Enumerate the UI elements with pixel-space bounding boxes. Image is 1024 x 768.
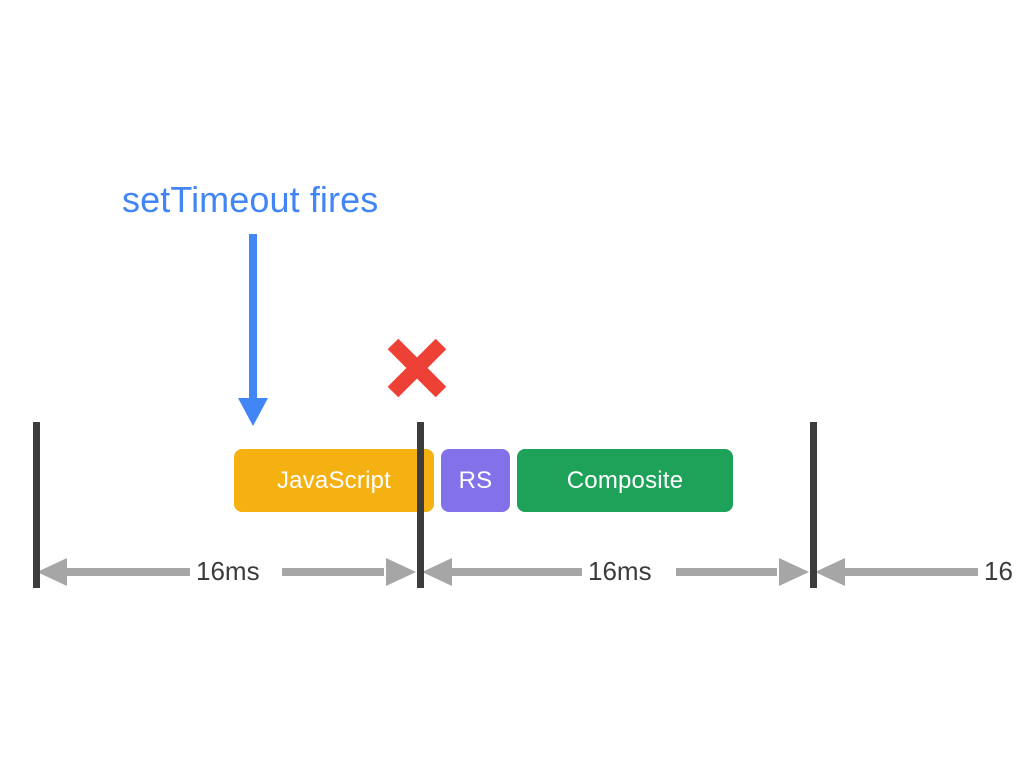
task-bar-label: Composite — [566, 466, 684, 494]
interval-label-1: 16ms — [196, 556, 260, 586]
frame-boundary-tick-1 — [33, 422, 40, 588]
interval-label-2: 16ms — [588, 556, 652, 586]
red-x-glyph — [387, 338, 447, 398]
task-bar-label: RS — [458, 466, 493, 494]
frame-boundary-tick-2 — [417, 422, 424, 588]
down-arrow-icon — [236, 234, 270, 428]
frame-duration-measurements: 16ms 16ms 16 — [0, 548, 1024, 596]
task-bar-javascript[interactable]: JavaScript — [234, 449, 434, 512]
task-bar-rs[interactable]: RS — [441, 449, 510, 512]
down-arrow-glyph — [238, 234, 268, 426]
settimeout-annotation-label: setTimeout fires — [122, 179, 379, 220]
task-bar-composite[interactable]: Composite — [517, 449, 733, 512]
task-bar-label: JavaScript — [276, 466, 392, 494]
measure-arrows-glyph — [37, 558, 978, 586]
red-x-icon — [385, 336, 449, 400]
interval-label-3: 16 — [984, 556, 1013, 586]
frame-boundary-tick-3 — [810, 422, 817, 588]
